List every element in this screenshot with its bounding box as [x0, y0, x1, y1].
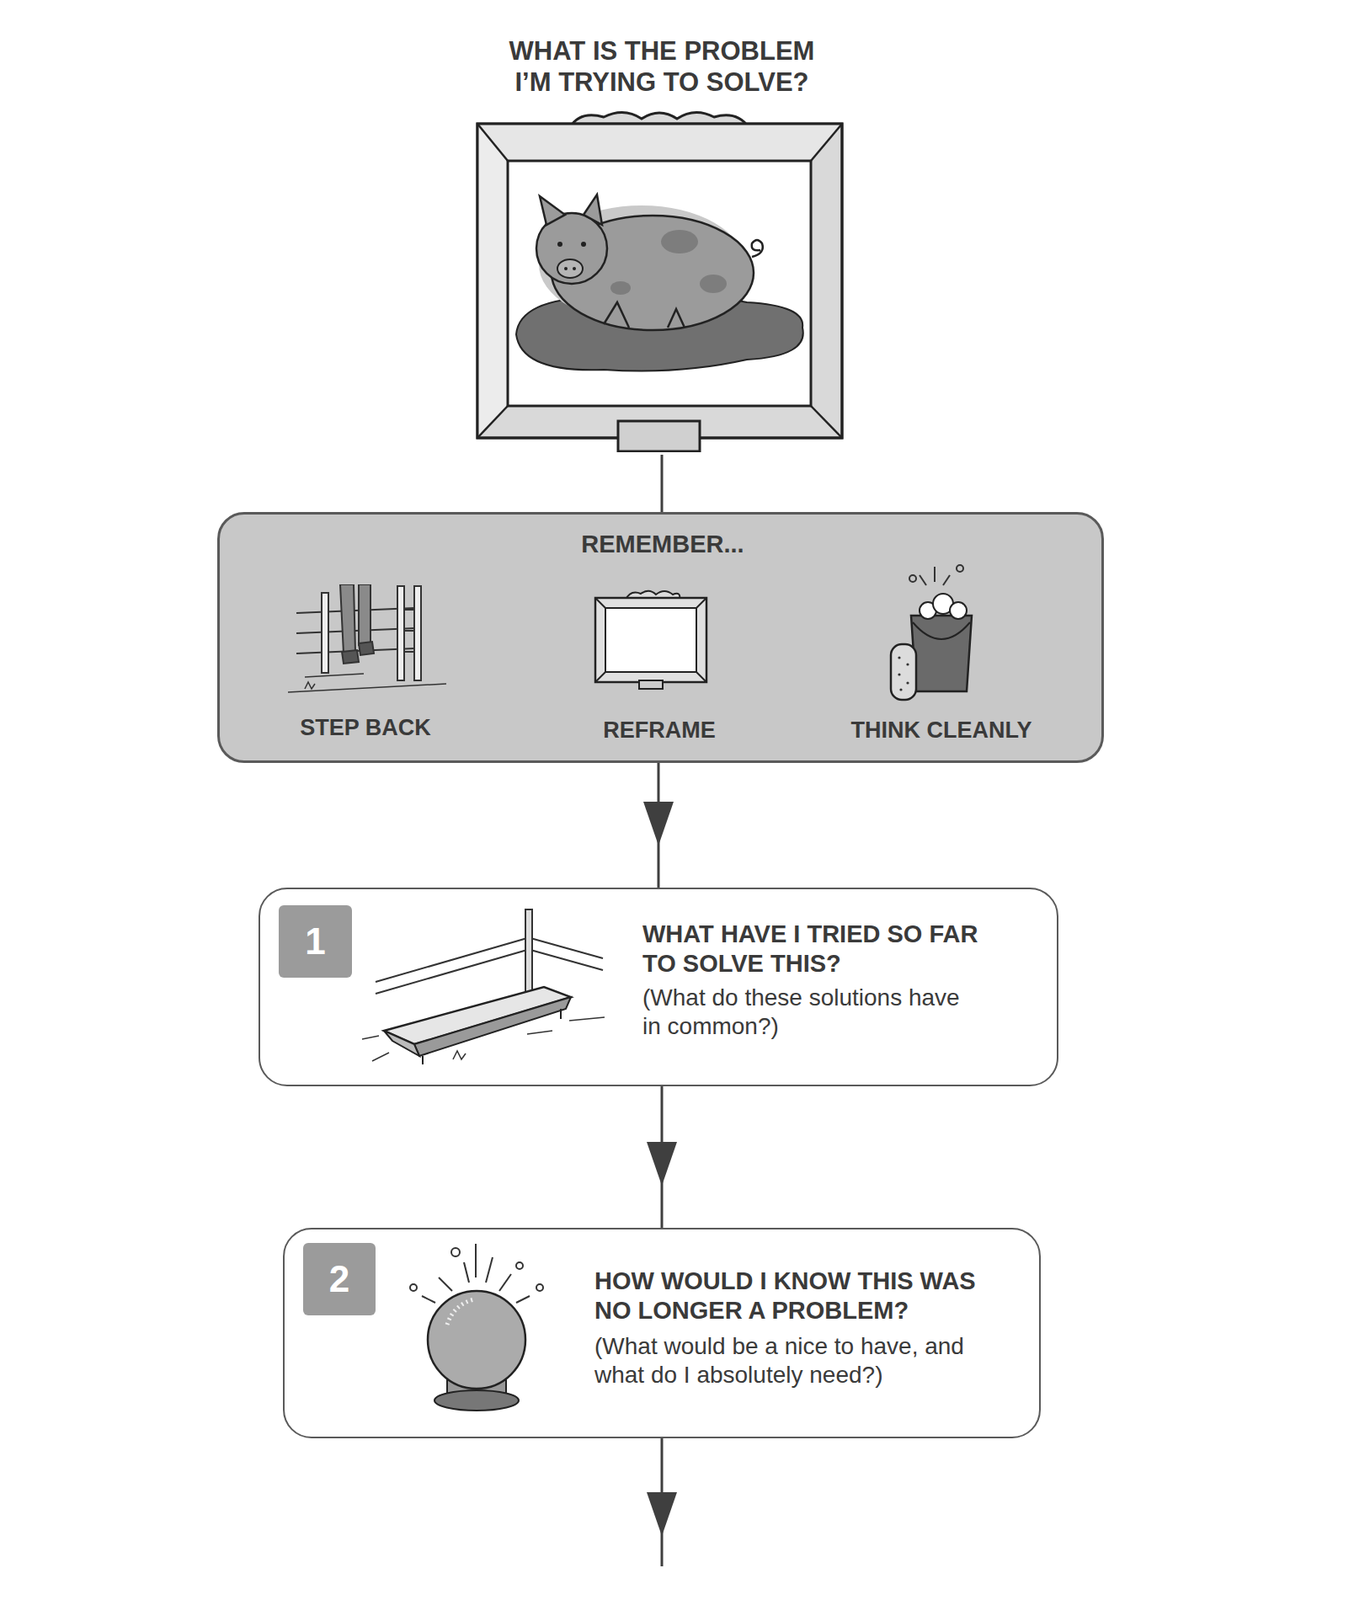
picture-frame: WHAT IS THE PROBLEM I’M TRYING TO SOLVE? [471, 109, 853, 455]
arrow-head [643, 801, 674, 846]
reminder-caption: STEP BACK [247, 714, 484, 741]
reminder-heading: REMEMBER... [494, 529, 832, 560]
trough-icon [358, 904, 609, 1068]
step-question: HOW WOULD I KNOW THIS WAS NO LONGER A PR… [594, 1266, 1008, 1326]
text-column: HOW WOULD I KNOW THIS WAS NO LONGER A PR… [594, 1266, 1016, 1390]
flow-connector [661, 454, 663, 512]
bucket-sponge-icon [887, 563, 982, 704]
reframe-icon [591, 586, 710, 693]
callout-number: 2 [329, 1260, 350, 1298]
step-question: WHAT HAVE I TRIED SO FAR TO SOLVE THIS? [642, 919, 1005, 979]
reminder-panel: REMEMBER... STEP BACK REFRAME THINK CLEANLY [217, 511, 1104, 763]
trailing-arrow [646, 1438, 677, 1567]
text-column: WHAT HAVE I TRIED SO FAR TO SOLVE THIS?(… [642, 919, 1039, 1041]
flow-connector [646, 1086, 677, 1228]
step-box: WHAT HAVE I TRIED SO FAR TO SOLVE THIS?(… [258, 887, 1059, 1087]
arrow-head [646, 1492, 677, 1536]
step-back-icon [287, 584, 447, 703]
step-box: HOW WOULD I KNOW THIS WAS NO LONGER A PR… [282, 1227, 1041, 1439]
step-number: 2 [303, 1242, 376, 1316]
callout-number: 1 [304, 922, 326, 960]
crystal-ball-icon [405, 1240, 548, 1416]
reminder-caption: THINK CLEANLY [823, 716, 1060, 744]
pig-picture [469, 106, 850, 453]
step-number: 1 [278, 905, 352, 978]
flow-connector [643, 762, 674, 888]
arrow-head [646, 1141, 677, 1186]
connector-line [661, 454, 664, 512]
step-hint: (What would be a nice to have, and what … [594, 1332, 974, 1390]
step-hint: (What do these solutions have in common?… [642, 983, 973, 1041]
frame-heading: WHAT IS THE PROBLEM I’M TRYING TO SOLVE? [497, 35, 827, 98]
reminder-caption: REFRAME [541, 716, 778, 744]
